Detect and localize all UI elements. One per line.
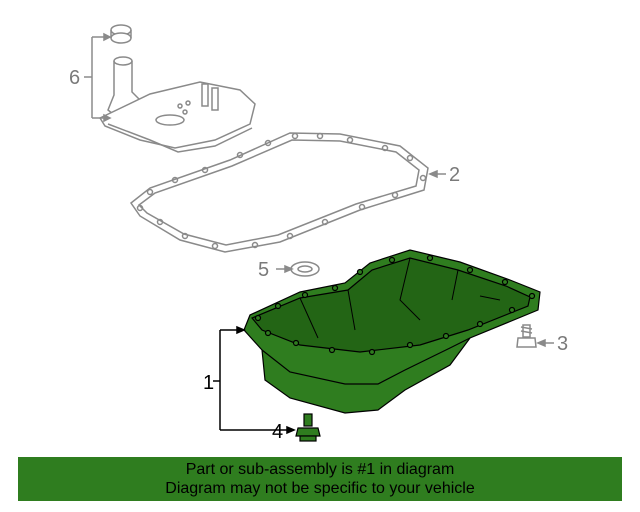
pan-bolt[interactable]: [516, 324, 537, 348]
diagram-notice-banner: Part or sub-assembly is #1 in diagram Di…: [18, 457, 622, 501]
filter-assembly[interactable]: [98, 24, 256, 153]
callout-1-label[interactable]: 1: [203, 372, 214, 394]
callout-5-leader: [276, 264, 294, 274]
drain-plug[interactable]: [295, 413, 321, 442]
callout-1-leader: [213, 325, 296, 435]
banner-line-2: Diagram may not be specific to your vehi…: [165, 480, 475, 497]
oil-pan[interactable]: [243, 249, 541, 414]
callout-2-label[interactable]: 2: [449, 164, 460, 186]
callout-3-leader: [536, 338, 554, 348]
callout-6-leader: [84, 32, 112, 123]
callout-2-leader: [428, 169, 446, 179]
callout-3-label[interactable]: 3: [557, 333, 568, 355]
callout-4-label[interactable]: 4: [272, 421, 283, 443]
banner-line-1: Part or sub-assembly is #1 in diagram: [185, 461, 455, 478]
parts-diagram: 6 2 5: [69, 24, 568, 443]
seal-ring[interactable]: [290, 261, 320, 277]
callout-5-label[interactable]: 5: [258, 259, 269, 281]
callout-6-label[interactable]: 6: [69, 67, 80, 89]
pan-gasket[interactable]: [129, 132, 429, 253]
